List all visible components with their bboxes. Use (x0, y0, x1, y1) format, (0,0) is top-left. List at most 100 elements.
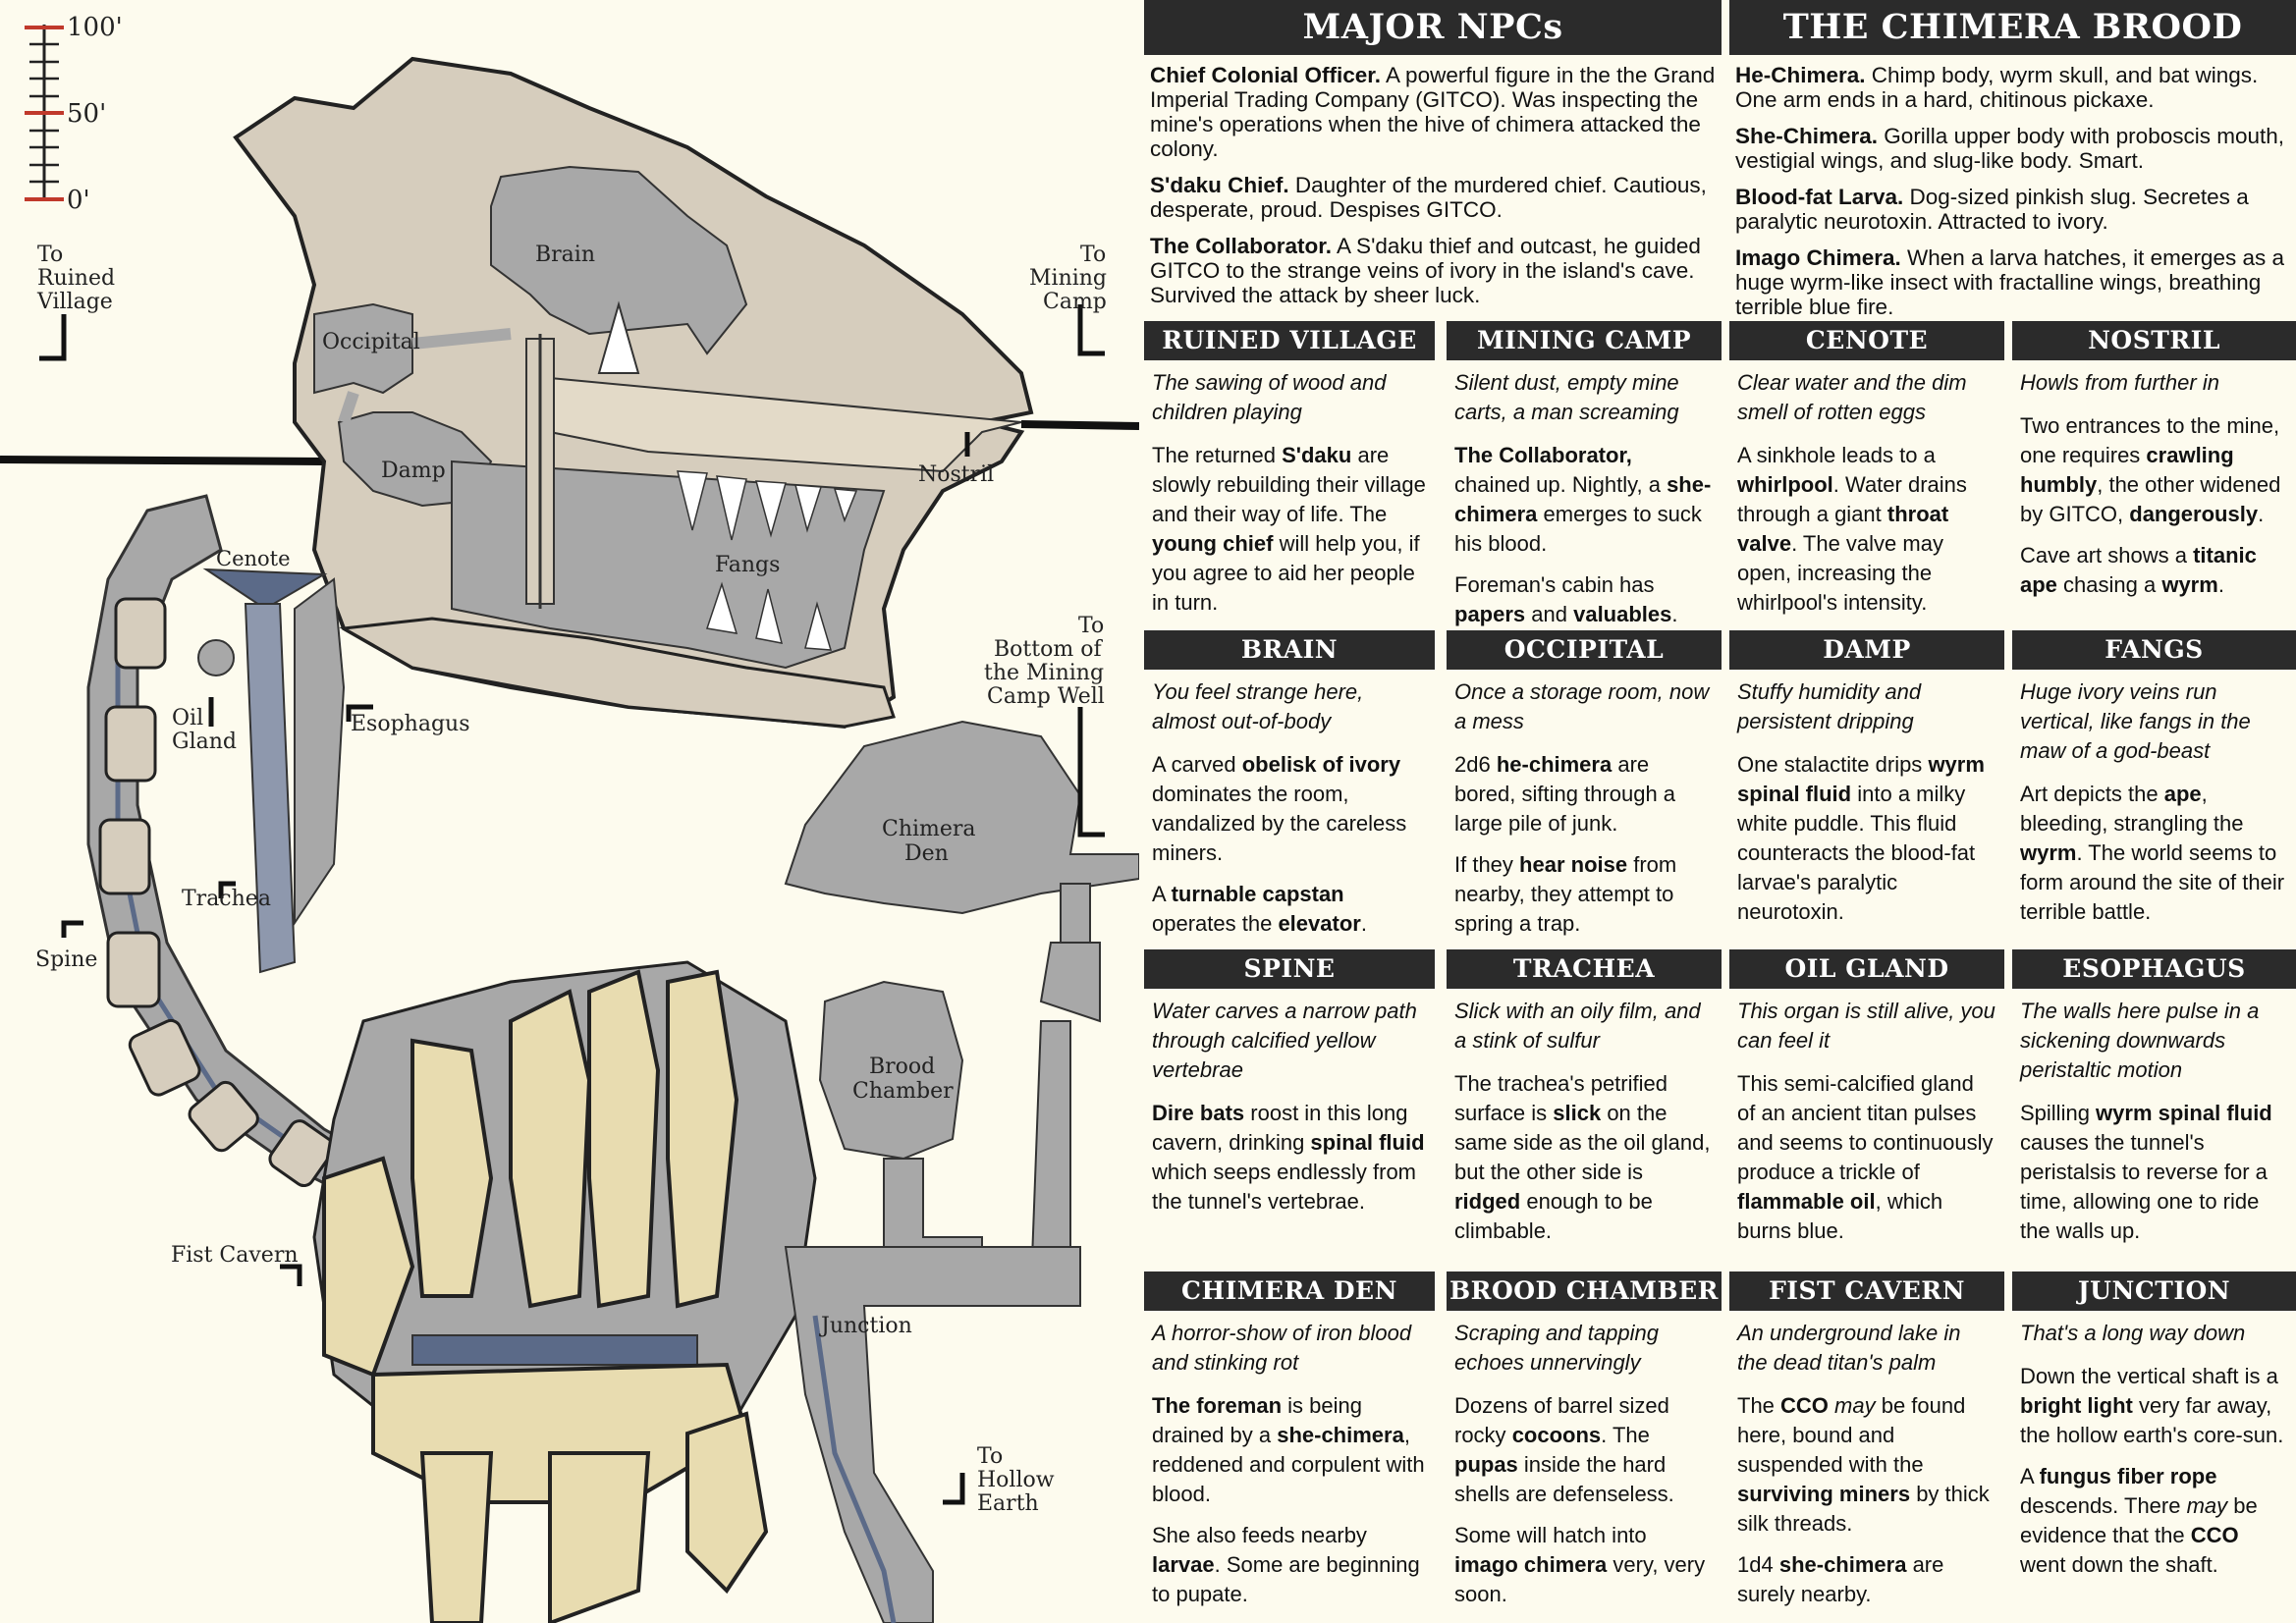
area-title: OIL GLAND (1729, 949, 2004, 989)
text-run: enough to be climbable. (1454, 1189, 1653, 1243)
major-npcs-title: MAJOR NPCs (1144, 0, 1722, 55)
text-run: A sinkhole leads to a (1737, 443, 1936, 467)
bold-term: S'daku (1282, 443, 1352, 467)
area-title: CHIMERA DEN (1144, 1271, 1435, 1311)
area-flavor: Once a storage room, now a mess (1454, 679, 1710, 733)
bold-term: obelisk of ivory (1241, 752, 1401, 777)
area-flavor: Slick with an oily film, and a stink of … (1454, 999, 1701, 1053)
area-flavor: Clear water and the dim smell of rotten … (1737, 370, 1967, 424)
text-run: Two entrances to the mine, one requires (2020, 413, 2280, 467)
text-run: be evidence that the (2020, 1493, 2258, 1547)
text-run: The (1737, 1393, 1781, 1418)
chimera-brood-list: He-Chimera. Chimp body, wyrm skull, and … (1729, 55, 2296, 319)
brood-name: He-Chimera. (1735, 63, 1866, 87)
bold-term: imago chimera (1454, 1552, 1608, 1577)
chimera-brood-title: THE CHIMERA BROOD (1729, 0, 2296, 55)
area-paragraph: If they hear noise from nearby, they att… (1454, 850, 1714, 939)
text-run: A (2020, 1464, 2040, 1488)
area-paragraph: The foreman is being drained by a she-ch… (1152, 1391, 1427, 1509)
label-to-mining-camp-1: To (1080, 243, 1106, 267)
scale-label-0: 0' (67, 186, 90, 215)
oil-gland-marker (197, 639, 235, 676)
bold-term: dangerously (2129, 502, 2259, 526)
major-npcs-panel: MAJOR NPCs Chief Colonial Officer. A pow… (1144, 0, 1722, 319)
area-body: Clear water and the dim smell of rotten … (1729, 360, 2004, 618)
bold-term: fungus fiber rope (2039, 1464, 2217, 1488)
text-run: went down the shaft. (2020, 1552, 2218, 1577)
label-to-mining-camp-2: Mining (1029, 266, 1107, 291)
text-run: Dozens of barrel sized rocky (1454, 1393, 1669, 1447)
area-flavor: The sawing of wood and children playing (1152, 370, 1387, 424)
label-esophagus: Esophagus (351, 712, 470, 736)
brood-chamber (818, 980, 964, 1161)
text-run: from nearby, they attempt to spring a tr… (1454, 852, 1677, 936)
brood-entry: He-Chimera. Chimp body, wyrm skull, and … (1735, 63, 2290, 112)
npc-entry: S'daku Chief. Daughter of the murdered c… (1150, 173, 1716, 222)
area-title: RUINED VILLAGE (1144, 321, 1435, 360)
npc-description: A powerful figure in the the Grand Imper… (1150, 63, 1716, 161)
area-body: This organ is still alive, you can feel … (1729, 989, 2004, 1246)
bold-term: he-chimera (1496, 752, 1613, 777)
obelisk-icon (597, 300, 640, 374)
area-paragraph: One stalactite drips wyrm spinal fluid i… (1737, 750, 1996, 927)
area-paragraph: A fungus fiber rope descends. There may … (2020, 1462, 2288, 1580)
text-run: 2d6 (1454, 752, 1497, 777)
text-run: . The (1601, 1423, 1650, 1447)
area-title: SPINE (1144, 949, 1435, 989)
area-title: TRACHEA (1447, 949, 1722, 989)
area-paragraph: 2d6 he-chimera are bored, sifting throug… (1454, 750, 1714, 839)
text-run: operates the (1152, 911, 1279, 936)
bold-term: titanic ape (2020, 543, 2257, 597)
area-paragraph: Spilling wyrm spinal fluid causes the tu… (2020, 1099, 2288, 1246)
brood-name: Imago Chimera. (1735, 245, 1901, 270)
label-fist-cavern: Fist Cavern (171, 1243, 299, 1268)
area-flavor: A horror-show of iron blood and stinking… (1152, 1321, 1412, 1375)
area-trachea: TRACHEA Slick with an oily film, and a st… (1447, 949, 1722, 1258)
area-paragraph: Cave art shows a titanic ape chasing a w… (2020, 541, 2288, 600)
text-run: A (1152, 882, 1172, 906)
area-flavor: This organ is still alive, you can feel … (1737, 999, 1995, 1053)
label-to-well-1: To (1078, 614, 1104, 638)
text-run: . The world seems to form around the sit… (2020, 840, 2285, 924)
bold-term: papers (1454, 602, 1526, 626)
area-title: BRAIN (1144, 630, 1435, 670)
label-to-ruined-village-1: To (37, 243, 63, 267)
area-paragraph: 1d4 she-chimera are surely nearby. (1737, 1550, 1996, 1609)
bold-term: surviving miners (1737, 1482, 1911, 1506)
bold-term: she-chimera (1454, 472, 1712, 526)
npc-entry: Chief Colonial Officer. A powerful figur… (1150, 63, 1716, 161)
text-run: . Water drains through a giant (1737, 472, 1967, 526)
npc-description: Daughter of the murdered chief. Cautious… (1150, 173, 1707, 222)
bold-term: CCO (1780, 1393, 1829, 1418)
text-run: emerges to suck his blood. (1454, 502, 1702, 556)
text-run: very far away, the hollow earth's core-s… (2020, 1393, 2284, 1447)
text-run: This semi-calcified gland of an ancient … (1737, 1071, 1994, 1184)
text-run: . Some are beginning to pupate. (1152, 1552, 1420, 1606)
area-paragraph: She also feeds nearby larvae. Some are b… (1152, 1521, 1427, 1609)
area-body: The walls here pulse in a sickening down… (2012, 989, 2296, 1246)
text-run: be found here, bound and suspended with … (1737, 1393, 1966, 1477)
label-to-well-3: the Mining (984, 661, 1104, 685)
text-run: . (2258, 502, 2265, 526)
brood-description: When a larva hatches, it emerges as a hu… (1735, 245, 2284, 319)
npc-name: The Collaborator. (1150, 234, 1333, 258)
text-run: which seeps endlessly from the tunnel's … (1152, 1160, 1417, 1214)
label-oil-gland-2: Gland (172, 730, 237, 754)
label-to-well-2: Bottom of (994, 637, 1103, 662)
label-chimera-den-2: Den (904, 841, 949, 866)
cenote-pool (202, 568, 328, 611)
text-run: chained up. Nightly, a (1454, 472, 1667, 497)
bold-term: she-chimera (1277, 1423, 1404, 1447)
area-body: You feel strange here, almost out-of-bod… (1144, 670, 1435, 939)
label-oil-gland-1: Oil (172, 706, 203, 730)
npc-entry: The Collaborator. A S'daku thief and out… (1150, 234, 1716, 307)
label-spine: Spine (35, 947, 97, 972)
bold-term: wyrm spinal fluid (1737, 752, 1985, 806)
major-npcs-list: Chief Colonial Officer. A powerful figur… (1144, 55, 1722, 307)
bold-term: valuables (1573, 602, 1672, 626)
